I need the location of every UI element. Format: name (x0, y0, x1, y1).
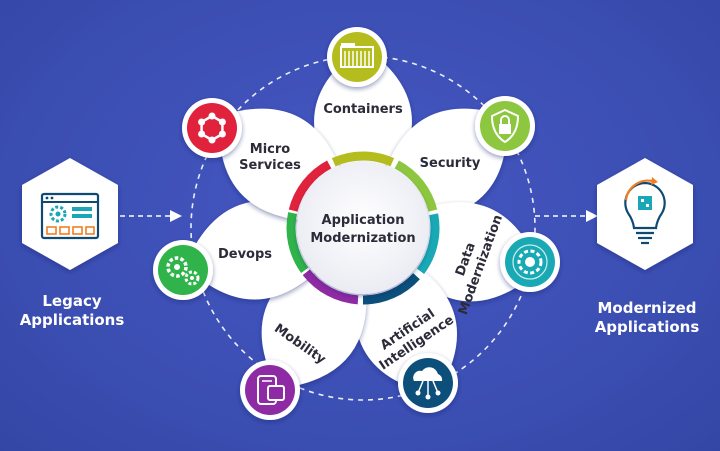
ring-segment-security (394, 160, 438, 212)
petal-label-micro-services-line1: Micro (250, 142, 291, 157)
petal-label-security: Security (420, 156, 481, 171)
petal-label-micro-services-line2: Services (239, 158, 301, 173)
hexagon-network-icon (182, 98, 242, 158)
legacy-app-window-icon (40, 192, 100, 240)
petal-label-devops-line1: Devops (218, 247, 272, 262)
container-icon (327, 27, 387, 87)
icon-group (153, 27, 560, 420)
cloud-network-icon (398, 353, 458, 413)
petal-label-devops: Devops (218, 247, 272, 262)
modernized-applications-node: Modernized Applications (595, 158, 700, 336)
ring-segment-devops (286, 212, 309, 273)
hub-label-line1: Application (322, 213, 405, 228)
modernized-hexagon (597, 158, 693, 270)
petal-label-security-line1: Security (420, 156, 481, 171)
hub-label-line2: Modernization (310, 231, 415, 246)
ring-segment-mobility (302, 269, 359, 305)
legacy-applications-node: Legacy Applications (20, 158, 125, 329)
ring-segment-containers (331, 151, 395, 167)
ring-segment-artificial-intelligence (362, 273, 420, 305)
ring-segment-micro-services (288, 160, 332, 212)
petal-label-containers: Containers (323, 102, 403, 117)
mobile-device-icon (240, 360, 300, 420)
legacy-label-line2: Applications (20, 311, 125, 329)
petal-label-containers-line1: Containers (323, 102, 403, 117)
data-gear-icon (500, 232, 560, 292)
modernized-label-line2: Applications (595, 318, 700, 336)
color-ring (286, 151, 440, 305)
legacy-label-line1: Legacy (42, 292, 101, 310)
arrow-left-to-hub (120, 210, 182, 222)
shield-lock-icon (475, 96, 535, 156)
lightbulb-chip-icon (624, 177, 666, 245)
petal-containers (314, 46, 412, 187)
gears-icon (153, 240, 213, 300)
hub-circle (297, 162, 429, 294)
arrow-hub-to-right (535, 210, 598, 222)
ring-segment-data-modernization (416, 213, 440, 275)
modernized-label-line1: Modernized (597, 299, 696, 317)
